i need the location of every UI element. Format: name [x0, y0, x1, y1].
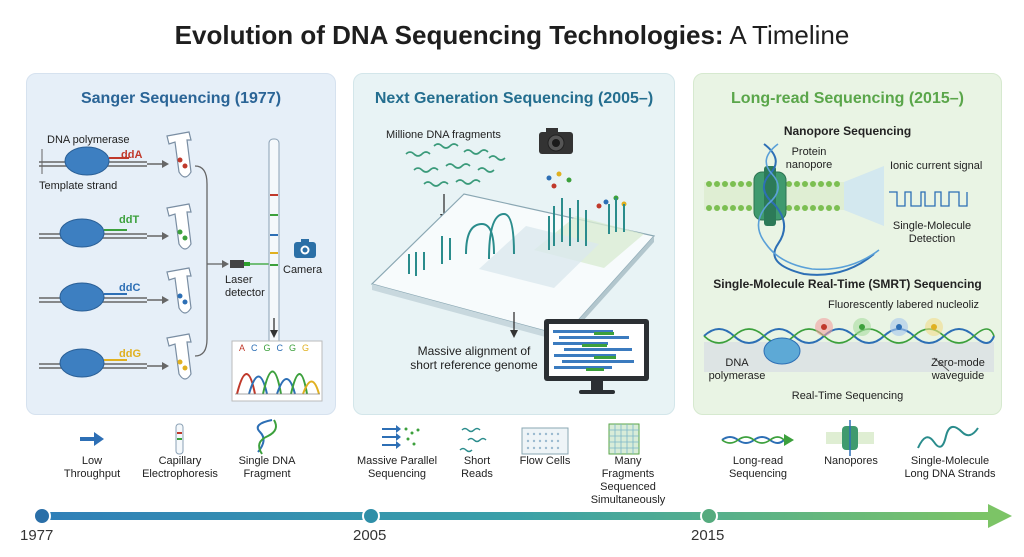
parallel-arrows-icon — [382, 425, 420, 449]
long-read-panel: Long-read Sequencing (2015–) Nanopore Se… — [693, 73, 1002, 415]
feature-capillary: Capillary Electrophoresis — [140, 455, 220, 481]
base-g3-label: G — [302, 343, 309, 353]
dna-fragments-icon — [406, 144, 505, 186]
long-helix-arrow-icon — [722, 434, 794, 446]
base-c-label: C — [251, 343, 258, 353]
feature-low-throughput: Low Throughput — [60, 455, 124, 481]
base-g-label: G — [264, 343, 271, 353]
flow-cell-icon — [522, 428, 568, 454]
feature-nanopores: Nanopores — [816, 455, 886, 468]
ionic-signal-label: Ionic current signal — [890, 160, 982, 173]
reaction-g-icon — [39, 349, 169, 377]
ddt-label: ddT — [119, 214, 139, 227]
laser-detector-label: Laser detector — [225, 274, 265, 300]
reaction-t-icon — [39, 219, 169, 247]
fragments-label: Millione DNA fragments — [386, 129, 501, 142]
capillary-icon — [176, 424, 183, 454]
ddg-label: ddG — [119, 348, 141, 361]
realtime-label: Real-Time Sequencing — [694, 390, 1001, 403]
base-a-label: A — [239, 343, 245, 353]
grid-icon — [609, 424, 639, 454]
year-2015: 2015 — [691, 527, 724, 544]
camera-label: Camera — [283, 264, 322, 277]
zmw-label: Zero-mode waveguide — [924, 357, 992, 383]
dna-polymerase-label: DNA polymerase — [47, 134, 130, 147]
feature-single-fragment: Single DNA Fragment — [232, 455, 302, 481]
nanopore-icon — [826, 420, 874, 456]
base-g2-label: G — [289, 343, 296, 353]
feature-flow-cells: Flow Cells — [515, 455, 575, 468]
reaction-a-icon — [39, 147, 169, 175]
fluorescent-label: Fluorescently labered nucleoliz — [828, 299, 979, 312]
timeline-dot-2005 — [363, 508, 379, 524]
dda-label: ddA — [121, 149, 142, 162]
base-c2-label: C — [277, 343, 284, 353]
ngs-panel: Next Generation Sequencing (2005–) — [353, 73, 675, 415]
feature-short-reads: Short Reads — [452, 455, 502, 481]
page-title: Evolution of DNA Sequencing Technologies… — [0, 20, 1024, 51]
smrt-polymerase-label: DNA polymerase — [706, 357, 768, 383]
sanger-panel: Sanger Sequencing (1977) — [26, 73, 336, 415]
alignment-label: Massive alignment of short reference gen… — [404, 344, 544, 372]
feature-long-strands: Single-Molecule Long DNA Strands — [900, 455, 1000, 481]
tube-icon — [167, 132, 191, 379]
dna-helix-icon — [258, 420, 276, 454]
feature-parallel: Massive Parallel Sequencing — [352, 455, 442, 481]
template-strand-label: Template strand — [39, 180, 117, 193]
ddc-label: ddC — [119, 282, 140, 295]
year-1977: 1977 — [20, 527, 53, 544]
strand-icon — [918, 427, 978, 448]
short-reads-icon — [460, 429, 486, 452]
sanger-illustration — [27, 74, 335, 414]
year-2005: 2005 — [353, 527, 386, 544]
reaction-c-icon — [39, 283, 169, 311]
feature-long-read: Long-read Sequencing — [718, 455, 798, 481]
timeline-dot-1977 — [34, 508, 50, 524]
single-molecule-label: Single-Molecule Detection — [882, 220, 982, 246]
feature-many-fragments: Many Fragments Sequenced Simultaneously — [588, 455, 668, 507]
smrt-title: Single-Molecule Real-Time (SMRT) Sequenc… — [694, 277, 1001, 291]
protein-nanopore-label: Protein nanopore — [779, 146, 839, 172]
timeline-dot-2015 — [701, 508, 717, 524]
arrow-icon — [80, 432, 104, 446]
